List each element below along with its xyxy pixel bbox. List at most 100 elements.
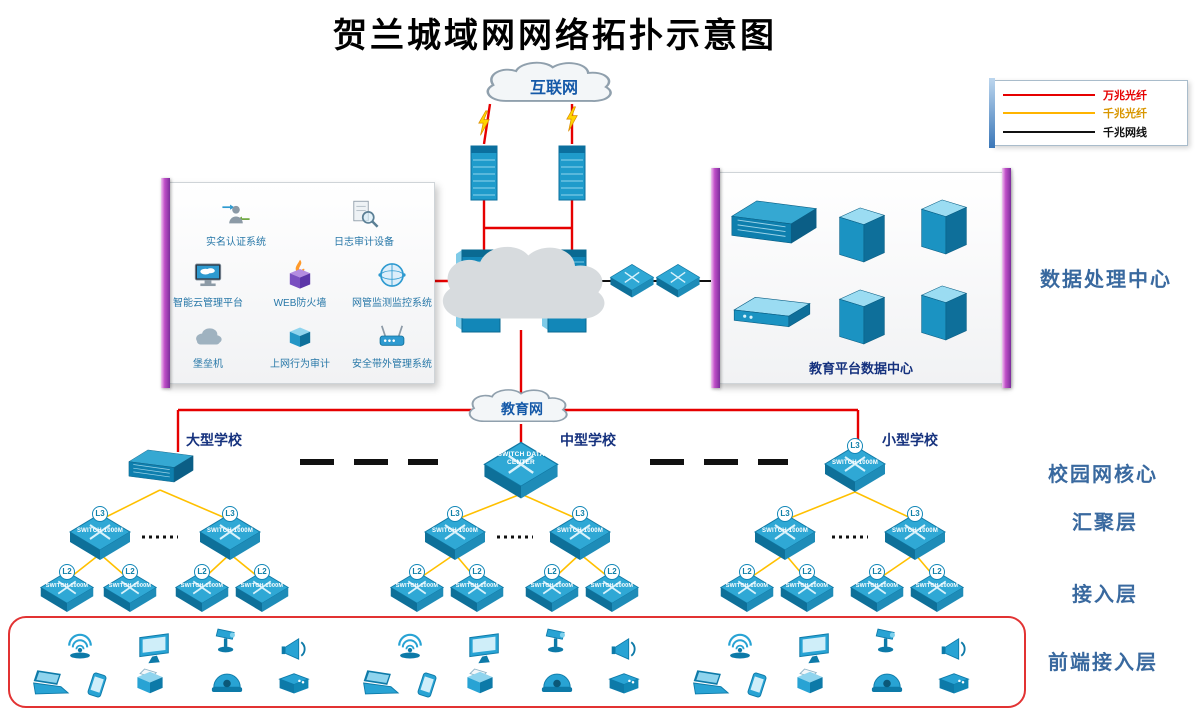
printer-icon[interactable] — [462, 666, 498, 699]
security-item-bastion[interactable]: 堡垒机 — [166, 319, 250, 370]
security-item-auth[interactable]: 实名认证系统 — [194, 197, 278, 248]
ellipsis-separators — [142, 459, 868, 539]
core-cloud-backdrop — [430, 238, 630, 343]
layer-label-access: 接入层 — [1072, 584, 1138, 606]
terminal-icon[interactable] — [936, 670, 972, 699]
security-item-oob-mgmt[interactable]: 安全带外管理系统 — [350, 319, 434, 370]
legend: 万兆光纤 千兆光纤 千兆网线 — [989, 78, 1188, 148]
cloud-mgmt-icon — [191, 258, 225, 292]
terminal-icon[interactable] — [276, 670, 312, 699]
edge-switch[interactable] — [655, 263, 701, 301]
monitor-icon[interactable] — [466, 630, 504, 668]
legend-edge-strip — [989, 78, 995, 148]
laptop-icon[interactable] — [690, 668, 730, 698]
layer-label-aggregation: 汇聚层 — [1072, 512, 1138, 534]
printer-icon[interactable] — [132, 666, 168, 699]
frontend-device-group — [684, 620, 984, 704]
firewall-device-left[interactable] — [464, 138, 502, 204]
legend-item: 千兆光纤 — [1003, 105, 1177, 121]
legend-label: 千兆网线 — [1103, 126, 1147, 139]
smartphone-icon[interactable] — [742, 670, 772, 700]
legend-item: 万兆光纤 — [1003, 87, 1177, 103]
datacenter-panel: 教育平台数据中心 — [711, 168, 1011, 388]
monitor-icon[interactable] — [136, 630, 174, 668]
terminal-icon[interactable] — [606, 670, 642, 699]
page-title: 贺兰城域网网络拓扑示意图 — [333, 18, 777, 55]
security-item-net-monitor[interactable]: 网管监测监控系统 — [350, 258, 434, 309]
school-label-large: 大型学校 — [186, 432, 242, 448]
speaker-horn-icon[interactable] — [280, 632, 314, 666]
rack-server[interactable] — [728, 195, 820, 249]
internet-cloud[interactable]: 互联网 — [478, 58, 630, 114]
security-item-behavior-audit[interactable]: 上网行为审计 — [258, 319, 342, 370]
laptop-icon[interactable] — [30, 668, 70, 698]
oob-mgmt-icon — [375, 319, 409, 353]
smartphone-icon[interactable] — [412, 670, 442, 700]
security-item-web-firewall[interactable]: WEB防火墙 — [258, 258, 342, 309]
datacenter-label: 教育平台数据中心 — [808, 361, 913, 376]
printer-icon[interactable] — [792, 666, 828, 699]
dome-camera-icon[interactable] — [210, 670, 244, 697]
log-audit-icon — [347, 197, 381, 231]
wifi-ap-icon[interactable] — [62, 624, 98, 660]
behavior-audit-icon — [283, 319, 317, 353]
switch-diamond-icon — [482, 440, 560, 501]
server-box[interactable] — [834, 203, 890, 265]
wifi-ap-icon[interactable] — [392, 624, 428, 660]
panel-edge-strip — [1002, 168, 1011, 388]
campus-core-server-large-school[interactable] — [126, 444, 196, 488]
legend-label: 千兆光纤 — [1103, 108, 1147, 120]
flat-server[interactable] — [730, 291, 814, 333]
laptop-icon[interactable] — [360, 668, 400, 698]
speaker-horn-icon[interactable] — [940, 632, 974, 666]
school-label-medium: 中型学校 — [560, 432, 616, 448]
dome-camera-icon[interactable] — [540, 670, 574, 697]
ptz-camera-icon[interactable] — [872, 624, 906, 658]
wifi-ap-icon[interactable] — [722, 624, 758, 660]
monitor-icon[interactable] — [796, 630, 834, 668]
server-box[interactable] — [916, 281, 972, 343]
smartphone-icon[interactable] — [82, 670, 112, 700]
server-box[interactable] — [834, 285, 890, 347]
campus-core-switch-medium-school[interactable]: SWITCH DATA CENTER — [482, 440, 560, 502]
ptz-camera-icon[interactable] — [212, 624, 246, 658]
bastion-icon — [191, 319, 225, 353]
net-monitor-icon — [375, 258, 409, 292]
security-item-log-audit[interactable]: 日志审计设备 — [322, 197, 406, 248]
security-item-cloud-mgmt[interactable]: 智能云管理平台 — [166, 258, 250, 309]
server-box[interactable] — [916, 195, 972, 257]
education-cloud[interactable]: 教育网 — [462, 386, 582, 432]
panel-edge-strip — [161, 178, 170, 388]
1g-fiber-line-sample — [1003, 112, 1095, 114]
dome-camera-icon[interactable] — [870, 670, 904, 697]
id-auth-icon — [219, 197, 253, 231]
layer-label-datacenter: 数据处理中心 — [1040, 269, 1172, 291]
legend-label: 万兆光纤 — [1103, 89, 1147, 102]
campus-core-switch-small-school[interactable]: L3 SWITCH 1000M — [823, 438, 887, 496]
ptz-camera-icon[interactable] — [542, 624, 576, 658]
firewall-device-right[interactable] — [552, 138, 590, 204]
speaker-horn-icon[interactable] — [610, 632, 644, 666]
frontend-device-group — [24, 620, 324, 704]
panel-edge-strip — [711, 168, 720, 388]
education-cloud-label: 教育网 — [501, 401, 543, 417]
internet-cloud-label: 互联网 — [529, 80, 578, 97]
